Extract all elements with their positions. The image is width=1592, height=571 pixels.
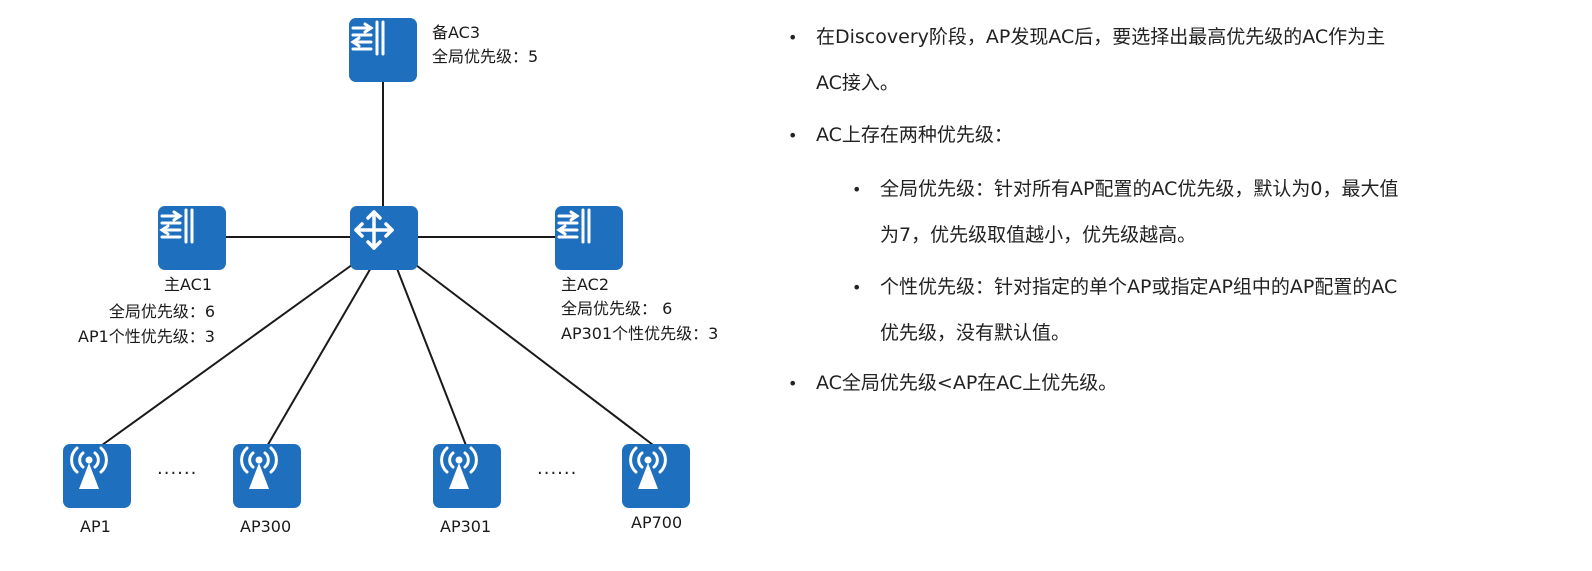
- ap1-label: AP1: [80, 517, 111, 536]
- ac3-global-priority: 全局优先级：5: [432, 47, 539, 66]
- ac2-ap-priority: AP301个性优先级：3: [561, 324, 719, 343]
- bullet-text: AC全局优先级<AP在AC上优先级。: [816, 372, 1118, 394]
- topology-links: [97, 78, 658, 449]
- link-switch-ap301: [395, 265, 468, 449]
- ap700-label: AP700: [631, 513, 683, 532]
- bullet-dot: •: [852, 180, 862, 199]
- wireless-ap-icon: [440, 446, 478, 489]
- ap1-device: [63, 444, 131, 508]
- wireless-ap-icon: [629, 446, 667, 489]
- ap301-label: AP301: [440, 517, 492, 536]
- bullet-dot: •: [788, 126, 798, 145]
- link-switch-ap300: [265, 265, 373, 449]
- bullet-text: AC上存在两种优先级：: [816, 124, 1013, 146]
- wireless-ap-icon: [240, 446, 278, 489]
- ac1-device: [158, 206, 226, 270]
- bullet-dot: •: [788, 28, 798, 47]
- ac3-label: 备AC3: [432, 23, 481, 42]
- ac-icon: [350, 20, 385, 56]
- ap300-label: AP300: [240, 517, 292, 536]
- ap301-device: [433, 444, 501, 508]
- link-switch-ap1: [97, 261, 357, 449]
- ac1-global-priority: 全局优先级：6: [108, 302, 215, 321]
- ap-ellipsis-left: ······: [157, 463, 198, 484]
- core-switch-device: [350, 206, 418, 270]
- switch-icon: [354, 210, 394, 250]
- ap700-device: [622, 444, 690, 508]
- ac-icon: [556, 208, 591, 244]
- ap300-device: [233, 444, 301, 508]
- bullet-text: 全局优先级：针对所有AP配置的AC优先级，默认为0，最大值为7，优先级取值越小，…: [880, 178, 1399, 246]
- ac3-device: [349, 18, 417, 82]
- ac1-ap-priority: AP1个性优先级：3: [78, 327, 215, 346]
- ac1-label: 主AC1: [164, 275, 213, 294]
- link-switch-ap700: [411, 261, 658, 449]
- ac2-device: [555, 206, 623, 270]
- ac2-global-priority: 全局优先级： 6: [561, 299, 673, 318]
- network-topology-diagram: 备AC3 全局优先级：5 主AC1 全局优先级：6 AP1个性优先级：3: [0, 0, 780, 571]
- bullet-dot: •: [852, 278, 862, 297]
- ap-ellipsis-right: ······: [537, 463, 578, 484]
- bullet-dot: •: [788, 374, 798, 393]
- ac-icon: [159, 208, 194, 244]
- ac2-label: 主AC2: [561, 275, 610, 294]
- wireless-ap-icon: [70, 446, 108, 489]
